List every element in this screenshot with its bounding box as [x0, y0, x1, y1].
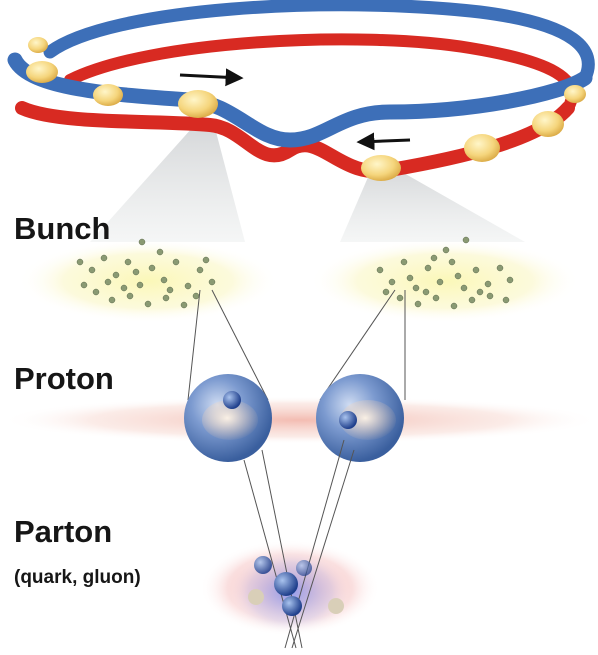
proton-label: Proton	[14, 361, 114, 397]
direction-arrow-icon	[180, 75, 240, 78]
bunch-label: Bunch	[14, 211, 110, 247]
zoom-cone-left	[90, 128, 245, 242]
parton-label: Parton	[14, 514, 112, 550]
proton-left	[184, 374, 272, 462]
zoom-cone-right	[340, 168, 525, 242]
direction-arrow-icon	[360, 140, 410, 142]
bunch-glow-left	[18, 239, 278, 323]
proton-band	[0, 396, 598, 444]
parton-sublabel: (quark, gluon)	[14, 567, 141, 589]
proton-right	[316, 374, 404, 462]
